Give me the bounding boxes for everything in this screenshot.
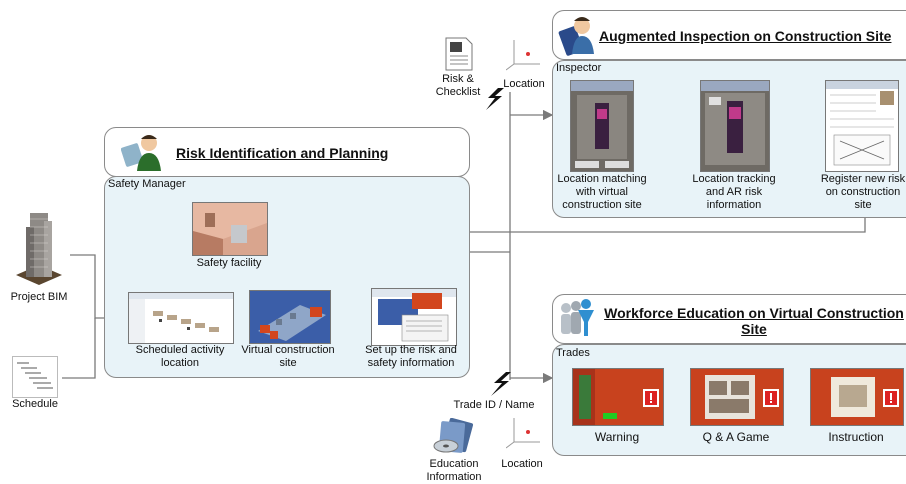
edu-panel-title: Workforce Education on Virtual Construct… — [604, 305, 904, 337]
risk-panel-title: Risk Identification and Planning — [176, 145, 389, 161]
scheduled-activity-image — [128, 292, 234, 344]
project-bim-icon — [12, 205, 66, 287]
checklist-document-icon — [444, 36, 474, 72]
schedule-icon — [12, 356, 58, 398]
ar-item1-label: Location matching with virtual construct… — [557, 173, 647, 211]
edu-panel-header — [552, 294, 906, 344]
setup-risk-image — [371, 288, 457, 346]
virtual-site-image — [249, 290, 331, 344]
wireless-bolt-top — [486, 88, 504, 110]
risk-panel-header — [104, 127, 470, 177]
edu-item2-label: Q & A Game — [702, 430, 770, 444]
ar-item2-label: Location tracking and AR risk informatio… — [692, 173, 776, 211]
safety-facility-label: Safety facility — [196, 257, 262, 269]
edu-item1-label: Warning — [594, 430, 640, 444]
wireless-bolt-bottom — [491, 372, 511, 396]
safety-facility-image — [192, 202, 268, 256]
ar-location-matching-image — [570, 80, 634, 172]
schedule-connector — [62, 318, 96, 379]
education-info-label: Education Information — [426, 458, 482, 483]
trade-id-label: Trade ID / Name — [453, 399, 535, 411]
location-label-top: Location — [503, 78, 545, 90]
scheduled-activity-label: Scheduled activity location — [135, 344, 225, 369]
trades-label: Trades — [556, 347, 590, 359]
setup-risk-label: Set up the risk and safety information — [365, 344, 457, 369]
location-label-bottom: Location — [501, 458, 543, 470]
ar-register-risk-image — [825, 80, 899, 172]
virtual-site-label: Virtual construction site — [241, 344, 335, 369]
edu-item3-label: Instruction — [828, 430, 884, 444]
education-info-icon — [432, 417, 476, 454]
location-axes-icon-bottom — [505, 414, 542, 450]
safety-manager-icon — [120, 131, 163, 171]
edu-qa-game-image — [690, 368, 784, 426]
location-axes-icon — [505, 36, 542, 72]
schedule-label: Schedule — [12, 398, 58, 410]
inspector-label: Inspector — [556, 62, 602, 74]
bim-connector — [70, 254, 104, 319]
risk-checklist-label: Risk & Checklist — [435, 73, 481, 98]
edu-instruction-image — [810, 368, 904, 426]
edu-warning-image — [572, 368, 664, 426]
safety-manager-label: Safety Manager — [108, 178, 186, 190]
project-bim-label: Project BIM — [10, 291, 68, 303]
ar-panel-header — [552, 10, 906, 60]
workers-group-icon — [558, 298, 598, 338]
ar-location-tracking-image — [700, 80, 770, 172]
inspector-tablet-icon — [558, 14, 596, 56]
ar-item3-label: Register new risk on construction site — [820, 173, 906, 211]
ar-panel-title: Augmented Inspection on Construction Sit… — [599, 28, 892, 44]
